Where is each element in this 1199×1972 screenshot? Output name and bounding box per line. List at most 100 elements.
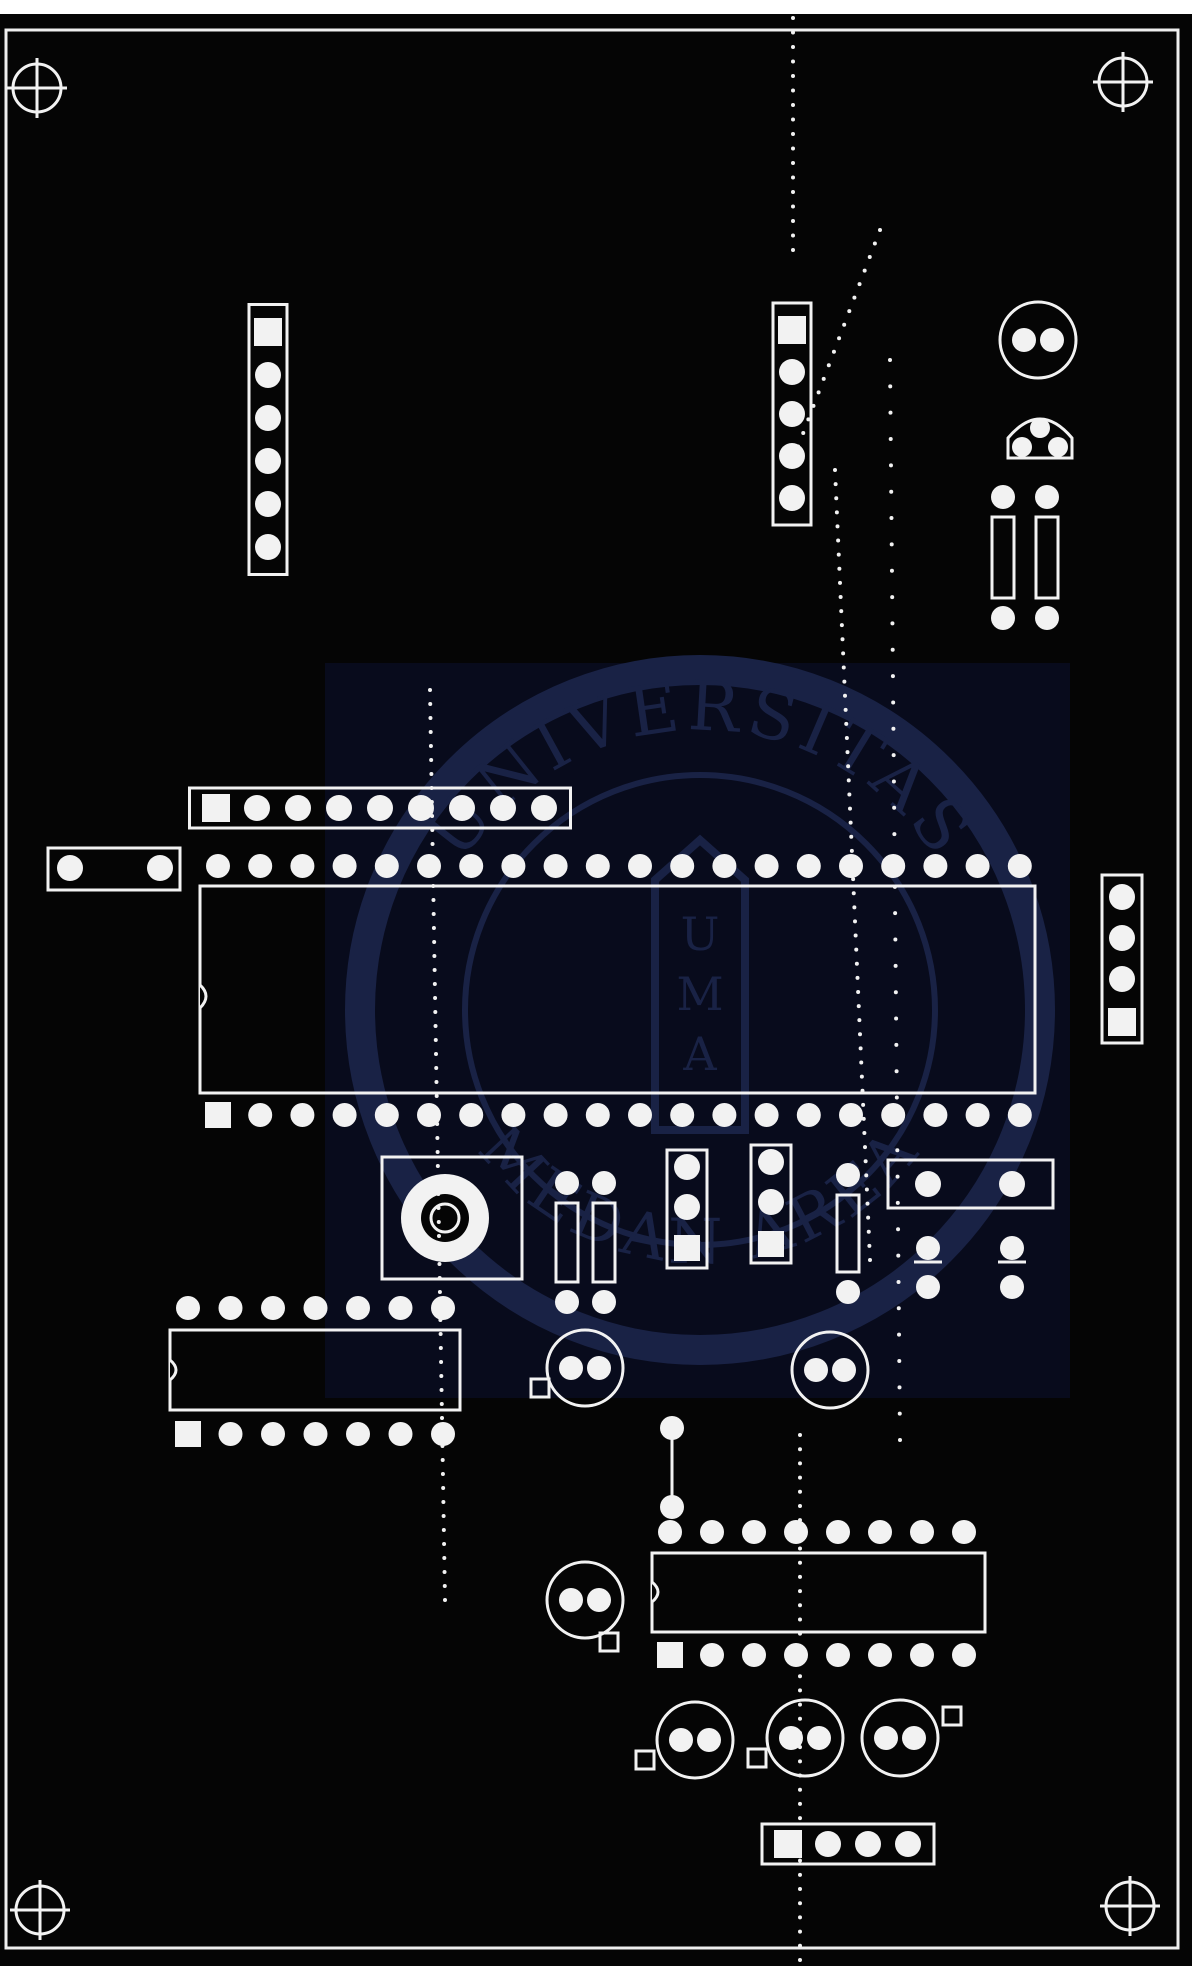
trace-dot: [433, 1010, 438, 1014]
trace-dot: [843, 693, 847, 698]
trace-dot: [798, 1645, 802, 1650]
trace-dot: [430, 856, 435, 860]
trace-dot: [791, 175, 795, 180]
trace-dot: [866, 1229, 871, 1234]
trace-dot: [798, 1447, 802, 1452]
trace-dot: [434, 1094, 439, 1098]
trace-dot: [890, 595, 895, 600]
square-pad: [202, 794, 230, 822]
trace-dot: [441, 1500, 446, 1504]
trace-dot: [894, 1016, 899, 1021]
ic-pin-pad: [952, 1643, 976, 1667]
trace-dot: [437, 1248, 442, 1252]
trace-dot: [429, 786, 434, 790]
ic-pin-pad: [176, 1296, 200, 1320]
trace-dot: [441, 1486, 446, 1490]
round-pad: [674, 1194, 700, 1220]
trace-dot: [888, 358, 892, 362]
ic-pin-pad: [417, 854, 441, 878]
ic-pin-pad: [700, 1520, 724, 1544]
ic-pin-pad: [459, 1103, 484, 1127]
trace-dot: [791, 74, 795, 78]
trace-dot: [428, 730, 433, 734]
pin-header-j7: [760, 1822, 936, 1866]
ic-pin-pad: [670, 854, 695, 878]
trace-dot: [791, 16, 795, 20]
trace-dot: [844, 721, 849, 726]
trace-dot: [439, 1388, 444, 1392]
square-pad: [254, 318, 282, 346]
ic-pin-pad: [712, 1103, 737, 1127]
ic-pin-pad: [712, 854, 737, 878]
trace-dot: [891, 726, 896, 731]
trace-dot: [878, 228, 882, 232]
trace-dot: [854, 961, 859, 966]
trace-dot: [846, 764, 851, 769]
round-pad: [408, 795, 434, 821]
trace-dot: [438, 1332, 443, 1336]
watermark-ring: [345, 655, 1055, 1365]
silkscreen-layer: [7, 16, 1160, 1962]
round-pad: [255, 405, 281, 431]
watermark-letter-u: U: [681, 907, 720, 961]
cap-pad: [832, 1358, 856, 1382]
trace-dot: [895, 1148, 900, 1153]
round-pad: [255, 362, 281, 388]
trace-dot: [888, 437, 893, 442]
resistor-r4: [591, 1201, 617, 1284]
resistor-pad: [836, 1163, 860, 1187]
round-pad: [244, 795, 270, 821]
trace-dot: [440, 1416, 444, 1420]
cap-pad: [587, 1588, 611, 1612]
trace-dot: [435, 1150, 440, 1154]
cap-polarity-square: [529, 1377, 551, 1399]
ic-pin-pad: [754, 1103, 779, 1127]
trace-dot: [791, 190, 795, 194]
ic-pin-pad: [881, 1103, 906, 1127]
cap-pad: [587, 1356, 611, 1380]
trace-dot: [866, 1215, 871, 1220]
trace-dot: [838, 594, 843, 599]
trace-dot: [889, 516, 894, 521]
cap-pad: [779, 1726, 803, 1750]
ic-pin-pad: [1007, 1103, 1032, 1127]
trace-dot: [897, 1411, 902, 1416]
round-pad: [326, 795, 352, 821]
trace-dot: [888, 463, 893, 468]
trace-dot: [428, 688, 432, 692]
resistor-pad: [592, 1290, 616, 1314]
ic-pin-pad: [742, 1643, 766, 1667]
ic-pin-pad: [332, 854, 357, 878]
cap-pad: [804, 1358, 828, 1382]
trace-dot: [798, 1475, 802, 1480]
ic-pin-pad: [796, 854, 821, 878]
trace-dot: [894, 1042, 899, 1047]
trace-dot: [440, 1430, 445, 1434]
trace-dot: [430, 828, 435, 832]
trace-dot: [433, 1024, 438, 1028]
trace-dot: [438, 1346, 443, 1350]
trace-dot: [798, 1603, 802, 1608]
ic-pin-pad: [303, 1422, 328, 1446]
trace-dot: [798, 1574, 802, 1579]
trace-dot: [896, 1253, 901, 1258]
trace-dot: [839, 609, 844, 614]
cap-polarity-square: [941, 1705, 963, 1727]
round-pad: [915, 1171, 941, 1197]
trace-dot: [798, 1816, 802, 1821]
watermark-letter-a: A: [682, 1027, 717, 1081]
trace-dot: [857, 282, 862, 287]
ic-pin-pad: [700, 1643, 724, 1667]
trace-dot: [847, 792, 852, 797]
trace-dot: [439, 1402, 444, 1406]
trace-dot: [867, 1243, 872, 1248]
resistor-r1: [990, 515, 1016, 600]
trace-dot: [865, 1201, 870, 1206]
electrolytic-capacitor-c1: [998, 300, 1078, 380]
trace-dot: [836, 538, 841, 543]
trace-dot: [428, 716, 433, 720]
ic-pin-pad: [881, 854, 906, 878]
ic-u3-notch: [650, 1580, 660, 1604]
trace-dot: [892, 858, 897, 863]
watermark-letter-m: M: [676, 967, 723, 1021]
